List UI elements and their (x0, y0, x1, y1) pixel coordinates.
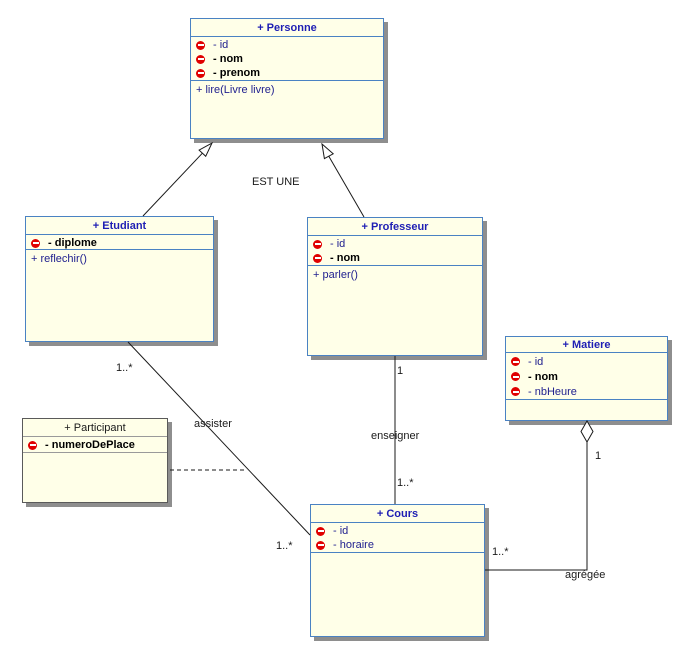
operation-row: + parler() (313, 268, 482, 282)
attribute-row: - id (313, 237, 482, 251)
generalization-arrowhead-icon (321, 142, 335, 160)
attribute-label: - nom (213, 53, 243, 65)
operations-compartment: + parler() (308, 266, 482, 355)
private-visibility-icon (316, 540, 325, 550)
attributes-compartment: - id - nom - prenom (191, 37, 383, 81)
attribute-label: - nom (528, 370, 558, 383)
generalization-arrowhead-icon (198, 141, 214, 158)
class-box-matiere[interactable]: + Matiere - id - nom - nbHeure (505, 336, 668, 421)
class-box-etudiant[interactable]: + Etudiant - diplome + reflechir() (25, 216, 214, 342)
attributes-compartment: - diplome (26, 235, 213, 250)
operation-label: + lire(Livre livre) (196, 84, 275, 96)
class-box-personne[interactable]: + Personne - id - nom - prenom + lire(Li… (190, 18, 384, 139)
attributes-compartment: - numeroDePlace (23, 437, 167, 453)
multiplicity-cours-agregee[interactable]: 1..* (492, 546, 509, 558)
private-visibility-icon (316, 526, 325, 536)
generalization-professeur-personne[interactable] (328, 155, 365, 218)
class-box-professeur[interactable]: + Professeur - id - nom + parler() (307, 217, 483, 356)
class-box-cours[interactable]: + Cours - id - horaire (310, 504, 485, 637)
attribute-label: - id (213, 39, 229, 51)
attribute-row: - nbHeure (511, 384, 667, 399)
operations-compartment: + reflechir() (26, 250, 213, 341)
operation-row: + lire(Livre livre) (196, 83, 383, 97)
generalization-label-est-une[interactable]: EST UNE (252, 176, 300, 188)
operations-compartment (506, 400, 667, 420)
attribute-label: - horaire (333, 539, 374, 551)
attributes-compartment: - id - nom (308, 236, 482, 266)
association-label-assister[interactable]: assister (194, 418, 232, 430)
multiplicity-cours-assister[interactable]: 1..* (276, 540, 293, 552)
operations-compartment (23, 453, 167, 502)
private-visibility-icon (511, 372, 520, 381)
class-title-personne: + Personne (191, 19, 383, 37)
attribute-label: - numeroDePlace (45, 439, 135, 451)
class-title-cours: + Cours (311, 505, 484, 523)
attribute-label: - nbHeure (528, 385, 577, 398)
generalization-etudiant-personne[interactable] (142, 152, 203, 217)
private-visibility-icon (196, 40, 205, 50)
attribute-label: - id (330, 238, 346, 250)
operations-compartment (311, 553, 484, 636)
private-visibility-icon (31, 238, 40, 248)
class-title-etudiant: + Etudiant (26, 217, 213, 235)
private-visibility-icon (196, 54, 205, 64)
private-visibility-icon (511, 387, 520, 396)
aggregation-label-agregee[interactable]: agrégée (565, 569, 606, 581)
multiplicity-etudiant-assister[interactable]: 1..* (116, 362, 133, 374)
attribute-row: - prenom (196, 66, 383, 80)
multiplicity-matiere-agregee[interactable]: 1 (595, 450, 602, 462)
attribute-row: - id (316, 524, 484, 538)
aggregation-diamond-icon (580, 419, 594, 444)
private-visibility-icon (196, 68, 205, 78)
private-visibility-icon (511, 357, 520, 366)
association-label-enseigner[interactable]: enseigner (371, 430, 420, 442)
class-title-professeur: + Professeur (308, 218, 482, 236)
attribute-row: - horaire (316, 538, 484, 552)
attributes-compartment: - id - horaire (311, 523, 484, 553)
multiplicity-professeur-enseigner[interactable]: 1 (397, 365, 404, 377)
private-visibility-icon (313, 239, 322, 249)
class-title-matiere: + Matiere (506, 337, 667, 353)
attribute-label: - nom (330, 252, 360, 264)
attribute-label: - prenom (213, 67, 261, 79)
multiplicity-cours-enseigner[interactable]: 1..* (397, 477, 414, 489)
attribute-row: - nom (313, 251, 482, 265)
attributes-compartment: - id - nom - nbHeure (506, 353, 667, 400)
attribute-row: - id (511, 354, 667, 369)
class-box-participant[interactable]: + Participant - numeroDePlace (22, 418, 168, 503)
attribute-label: - id (333, 525, 349, 537)
attribute-row: - nom (196, 52, 383, 66)
private-visibility-icon (28, 440, 37, 450)
attribute-row: - nom (511, 369, 667, 384)
operation-row: + reflechir() (31, 252, 213, 266)
operation-label: + reflechir() (31, 253, 87, 265)
attribute-label: - diplome (48, 237, 97, 249)
operations-compartment: + lire(Livre livre) (191, 81, 383, 138)
attribute-row: - id (196, 38, 383, 52)
attribute-row: - diplome (31, 236, 213, 249)
operation-label: + parler() (313, 269, 358, 281)
private-visibility-icon (313, 253, 322, 263)
class-title-participant: + Participant (23, 419, 167, 437)
attribute-row: - numeroDePlace (28, 438, 167, 452)
attribute-label: - id (528, 355, 544, 368)
